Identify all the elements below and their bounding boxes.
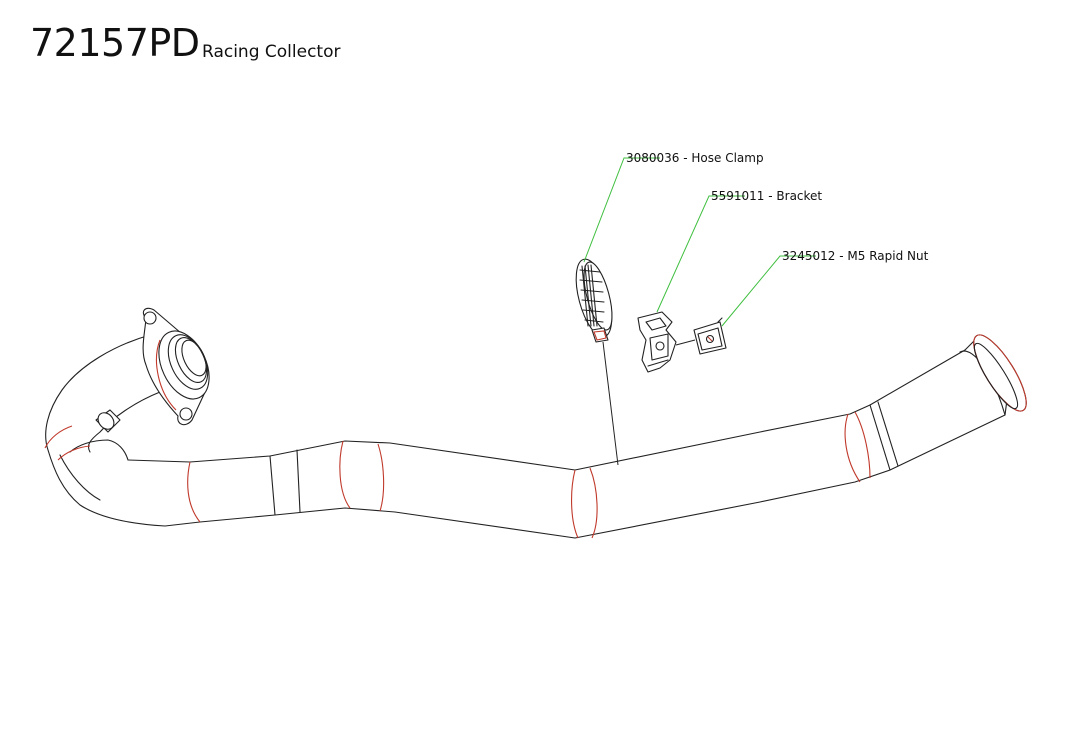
clamp-center-line bbox=[602, 341, 619, 466]
part-number-title: 72157PD bbox=[30, 21, 200, 65]
inlet-flange bbox=[142, 307, 210, 426]
leader-lines bbox=[583, 157, 816, 327]
outlet-flange bbox=[973, 334, 1027, 412]
collector-pipe bbox=[45, 334, 1009, 539]
weld-marks bbox=[44, 339, 871, 539]
bracket-part bbox=[637, 311, 677, 373]
bracket-axis-line bbox=[675, 339, 696, 346]
callout-rapid-nut: 3245012 - M5 Rapid Nut bbox=[782, 249, 929, 263]
callout-hose-clamp: 3080036 - Hose Clamp bbox=[626, 151, 764, 165]
part-name-subtitle: Racing Collector bbox=[202, 42, 341, 62]
hose-clamp-part bbox=[575, 258, 613, 343]
callout-bracket: 5591011 - Bracket bbox=[711, 189, 822, 203]
rapid-nut-part bbox=[693, 317, 727, 355]
